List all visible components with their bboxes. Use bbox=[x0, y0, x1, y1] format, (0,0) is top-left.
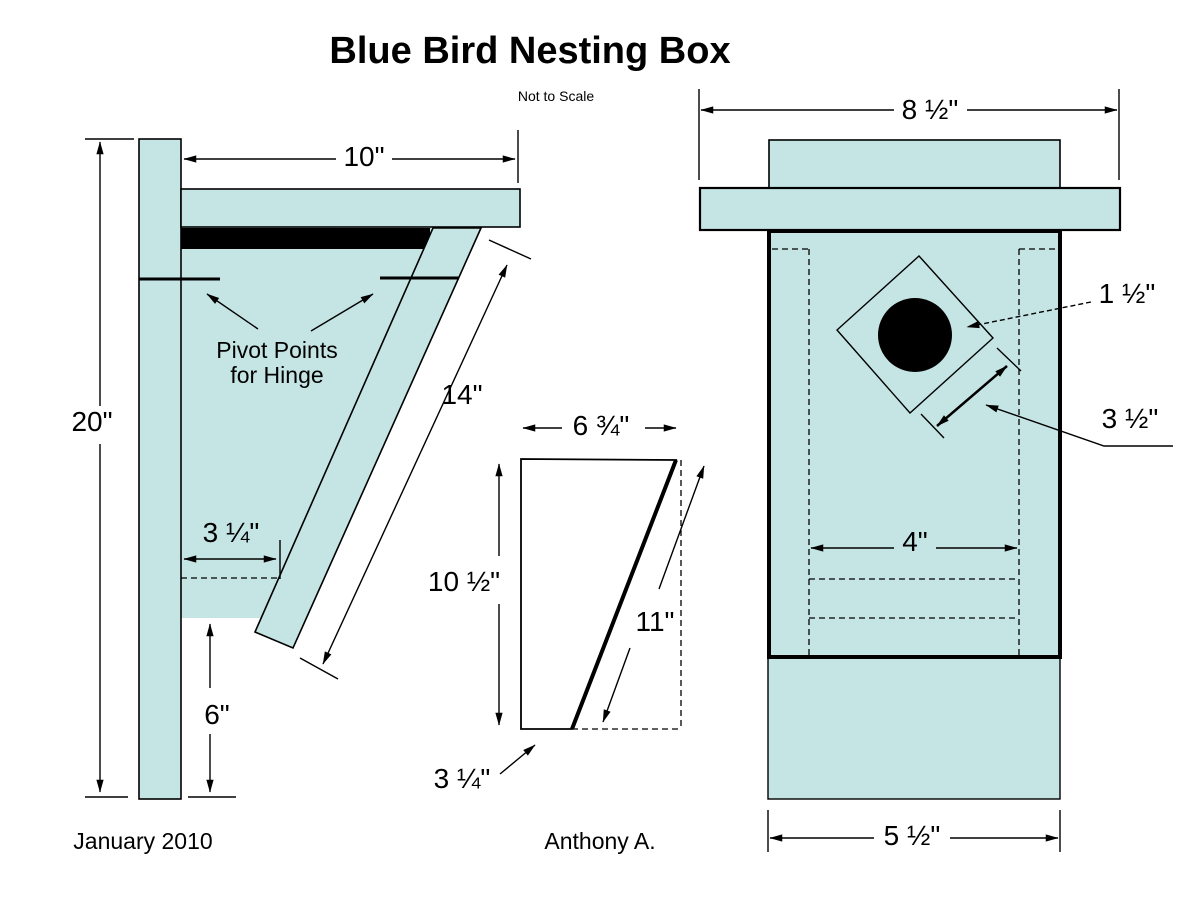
dim-314b-label: 3 ¼" bbox=[434, 763, 491, 794]
side-roof-board bbox=[180, 188, 521, 228]
dim-312-label: 3 ½" bbox=[1102, 403, 1159, 434]
pivot-note-line2: for Hinge bbox=[230, 362, 323, 388]
dim-14-label: 14" bbox=[441, 379, 482, 410]
dim-1012-label: 10 ½" bbox=[428, 566, 500, 597]
dim-14-tick-bottom bbox=[299, 657, 339, 680]
dim-312-tick-bottom bbox=[920, 413, 945, 439]
side-view: Pivot Points for Hinge 20" 10" 14" 3 ¼" … bbox=[71, 130, 532, 800]
predator-guard-diamond bbox=[836, 255, 994, 414]
scale-note: Not to Scale bbox=[518, 88, 594, 104]
pivot-leader-left bbox=[206, 293, 259, 330]
dim-4-label: 4" bbox=[902, 526, 928, 557]
dim-11-line-lower bbox=[602, 647, 631, 723]
dim-6-label: 6" bbox=[204, 699, 230, 730]
side-panel-piece: 6 ¾" 10 ½" 11" 3 ¼" bbox=[428, 410, 705, 794]
dim-14-line bbox=[322, 264, 508, 665]
panel-cut-edge bbox=[570, 459, 678, 730]
dim-11-label: 11" bbox=[635, 606, 674, 637]
front-view: 8 ½" 1 ½" 3 ½" 4" 5 ½" bbox=[698, 89, 1173, 852]
dim-14-tick-top bbox=[488, 239, 532, 260]
front-roof-board bbox=[698, 186, 1122, 232]
page-title: Blue Bird Nesting Box bbox=[329, 30, 730, 72]
side-roof-cleat bbox=[181, 228, 430, 249]
dim-112-label: 1 ½" bbox=[1099, 278, 1156, 309]
front-body bbox=[767, 229, 1062, 659]
dim-634-label: 6 ¾" bbox=[573, 410, 630, 441]
dim-312-line bbox=[936, 365, 1008, 427]
side-post bbox=[138, 138, 182, 800]
dim-512-label: 5 ½" bbox=[884, 820, 941, 851]
pivot-note-line1: Pivot Points bbox=[216, 337, 337, 363]
dim-20-label: 20" bbox=[71, 406, 112, 437]
dim-11-line-upper bbox=[658, 465, 705, 590]
front-post bbox=[767, 657, 1061, 800]
dim-312-tick-top bbox=[996, 347, 1022, 372]
dim-312-leader bbox=[985, 404, 1173, 447]
front-back-board bbox=[768, 139, 1061, 189]
dim-314-label: 3 ¼" bbox=[203, 517, 260, 548]
date-label: January 2010 bbox=[73, 828, 212, 854]
author-label: Anthony A. bbox=[544, 828, 655, 854]
dim-812-label: 8 ½" bbox=[902, 94, 959, 125]
dim-112-leader bbox=[966, 301, 1092, 329]
dim-10-label: 10" bbox=[343, 141, 384, 172]
entry-hole bbox=[878, 298, 952, 372]
dim-314b-leader bbox=[499, 744, 536, 775]
